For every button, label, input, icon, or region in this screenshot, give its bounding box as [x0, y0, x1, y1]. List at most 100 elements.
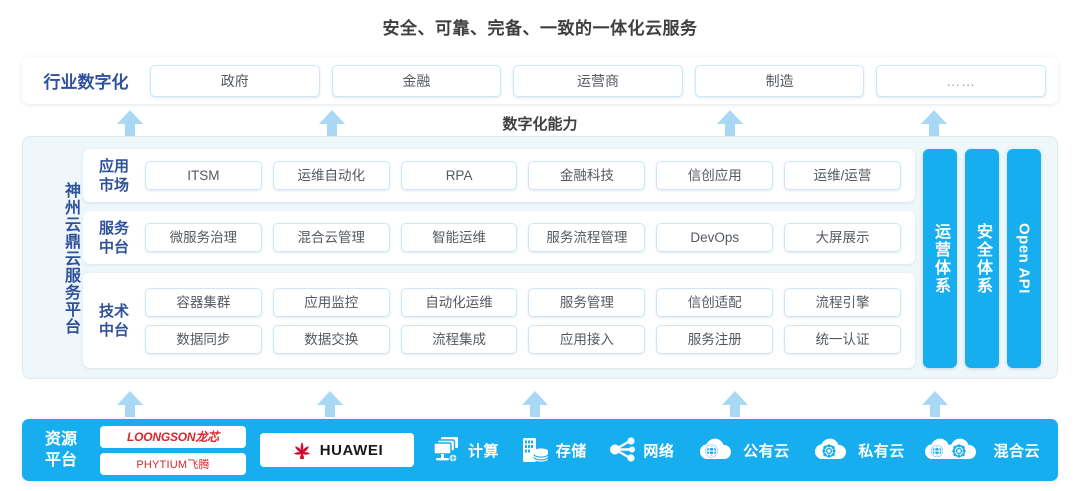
resource-item-label: 网络	[643, 442, 675, 460]
chip-row: 容器集群 应用监控 自动化运维 服务管理 信创适配 流程引擎	[145, 287, 901, 317]
vertical-bar-label: Open API	[1015, 223, 1033, 294]
vertical-bar-operations-system[interactable]: 运营体系	[923, 149, 957, 368]
section-label-line1: 应用	[98, 157, 129, 175]
chip-automated-ops[interactable]: 自动化运维	[400, 287, 518, 317]
up-arrow-upper-3	[717, 110, 743, 136]
resource-platform-label: 资源 平台	[22, 429, 100, 471]
resource-platform-bar: 资源 平台 LOONGSON龙芯 PHYTIUM飞腾 HUAWEI	[22, 419, 1058, 481]
network-icon	[610, 437, 636, 462]
chip-row: 数据同步 数据交换 流程集成 应用接入 服务注册 统一认证	[145, 324, 901, 354]
section-label-line2: 市场	[98, 176, 129, 194]
huawei-flower-icon	[293, 442, 310, 459]
industry-item-manufacturing[interactable]: 制造	[694, 64, 865, 97]
up-arrow-upper-4	[921, 110, 947, 136]
up-arrow-lower-3	[522, 391, 548, 417]
chip-service-process-management[interactable]: 服务流程管理	[528, 223, 646, 252]
section-rows-tech-middle: 容器集群 应用监控 自动化运维 服务管理 信创适配 流程引擎 数据同步 数据交换…	[145, 287, 915, 354]
chip-itsm[interactable]: ITSM	[145, 161, 262, 190]
chip-service-management[interactable]: 服务管理	[528, 287, 646, 317]
public-cloud-icon	[700, 438, 732, 459]
section-service-middle-platform: 服务 中台 微服务治理 混合云管理 智能运维 服务流程管理 DevOps 大屏展…	[83, 211, 915, 264]
section-label-line2: 中台	[98, 238, 129, 256]
capability-caption: 数字化能力	[502, 116, 578, 133]
chip-hybrid-cloud-management[interactable]: 混合云管理	[272, 223, 390, 252]
industry-row: 行业数字化 政府 金融 运营商 制造 ……	[22, 57, 1058, 104]
storage-icon	[522, 438, 549, 462]
resource-item-hybrid-cloud[interactable]: 混合云	[925, 436, 1040, 464]
resource-item-public-cloud[interactable]: 公有云	[695, 436, 790, 464]
chip-ops-automation[interactable]: 运维自动化	[272, 161, 390, 190]
resource-item-network[interactable]: 网络	[607, 436, 674, 464]
chip-rpa[interactable]: RPA	[400, 161, 518, 190]
platform-vertical-label: 神州云鼎云服务平台	[62, 181, 79, 335]
chip-xinchuang-adaptation[interactable]: 信创适配	[656, 287, 774, 317]
up-arrow-lower-1	[117, 391, 143, 417]
resource-items: 计算 存储	[430, 435, 1058, 465]
resource-item-private-cloud[interactable]: 私有云	[810, 436, 905, 464]
loongson-logo: LOONGSON龙芯	[100, 425, 246, 448]
section-rows-app-market: ITSM 运维自动化 RPA 金融科技 信创应用 运维/运营	[145, 161, 915, 190]
chip-process-integration[interactable]: 流程集成	[400, 324, 518, 354]
industry-item-more[interactable]: ……	[876, 64, 1046, 97]
phytium-logo-text: PHYTIUM飞腾	[136, 458, 210, 471]
chip-unified-authentication[interactable]: 统一认证	[784, 324, 901, 354]
resource-item-label: 存储	[555, 442, 587, 460]
resource-label-line1: 资源	[44, 431, 77, 448]
chip-application-access[interactable]: 应用接入	[528, 324, 646, 354]
chip-ops-operation[interactable]: 运维/运营	[784, 161, 901, 190]
chip-application-monitoring[interactable]: 应用监控	[272, 287, 390, 317]
industry-item-operator[interactable]: 运营商	[513, 64, 683, 97]
chip-fintech[interactable]: 金融科技	[528, 161, 646, 190]
section-rows-service-middle: 微服务治理 混合云管理 智能运维 服务流程管理 DevOps 大屏展示	[145, 223, 915, 252]
up-arrow-lower-2	[317, 391, 343, 417]
chip-service-registration[interactable]: 服务注册	[656, 324, 774, 354]
compute-icon	[433, 437, 458, 462]
up-arrow-lower-4	[722, 391, 748, 417]
resource-label-line2: 平台	[44, 452, 77, 469]
section-app-market: 应用 市场 ITSM 运维自动化 RPA 金融科技 信创应用 运维/运营	[83, 149, 915, 202]
cloud-platform-panel: 神州云鼎云服务平台 应用 市场 ITSM 运维自动化 RPA 金融科技 信创应用…	[22, 136, 1058, 379]
vertical-bar-label: 运营体系	[932, 222, 949, 295]
section-label-service-middle: 服务 中台	[83, 219, 145, 257]
hybrid-cloud-icon	[925, 438, 977, 459]
resource-item-compute[interactable]: 计算	[430, 435, 499, 465]
huawei-logo: HUAWEI	[260, 433, 414, 467]
up-arrow-upper-1	[117, 110, 143, 136]
page-title: 安全、可靠、完备、一致的一体化云服务	[382, 19, 698, 38]
industry-row-label: 行业数字化	[43, 73, 129, 92]
resource-item-label: 公有云	[743, 442, 790, 460]
chip-intelligent-ops[interactable]: 智能运维	[400, 223, 518, 252]
section-label-line1: 技术	[98, 302, 129, 320]
industry-items: 政府 金融 运营商 制造 ……	[150, 64, 1058, 97]
chip-data-exchange[interactable]: 数据交换	[272, 324, 390, 354]
industry-item-finance[interactable]: 金融	[331, 64, 502, 97]
up-arrow-lower-5	[922, 391, 948, 417]
loongson-logo-text: LOONGSON龙芯	[126, 430, 219, 444]
resource-item-storage[interactable]: 存储	[520, 435, 587, 465]
section-label-line2: 中台	[98, 321, 129, 339]
section-label-tech-middle: 技术 中台	[83, 302, 145, 340]
chip-vendor-logos: LOONGSON龙芯 PHYTIUM飞腾	[100, 425, 246, 475]
up-arrow-upper-2	[319, 110, 345, 136]
chip-row: 微服务治理 混合云管理 智能运维 服务流程管理 DevOps 大屏展示	[145, 223, 901, 252]
phytium-logo: PHYTIUM飞腾	[100, 452, 246, 475]
chip-microservice-governance[interactable]: 微服务治理	[145, 223, 262, 252]
chip-process-engine[interactable]: 流程引擎	[784, 287, 901, 317]
section-label-line1: 服务	[98, 219, 129, 237]
private-cloud-icon	[815, 438, 847, 459]
chip-xinchuang-app[interactable]: 信创应用	[656, 161, 774, 190]
huawei-logo-text: HUAWEI	[319, 441, 384, 459]
resource-item-label: 混合云	[993, 442, 1040, 460]
vertical-bar-label: 安全体系	[974, 222, 991, 295]
resource-item-label: 私有云	[858, 442, 905, 460]
industry-item-government[interactable]: 政府	[150, 64, 320, 97]
chip-devops[interactable]: DevOps	[656, 223, 774, 252]
chip-large-screen-display[interactable]: 大屏展示	[784, 223, 901, 252]
chip-container-cluster[interactable]: 容器集群	[145, 287, 262, 317]
chip-data-sync[interactable]: 数据同步	[145, 324, 262, 354]
vertical-bar-security-system[interactable]: 安全体系	[965, 149, 999, 368]
section-label-app-market: 应用 市场	[83, 157, 145, 195]
vertical-bar-open-api[interactable]: Open API	[1007, 149, 1041, 368]
section-tech-middle-platform: 技术 中台 容器集群 应用监控 自动化运维 服务管理 信创适配 流程引擎 数据同…	[83, 273, 915, 368]
